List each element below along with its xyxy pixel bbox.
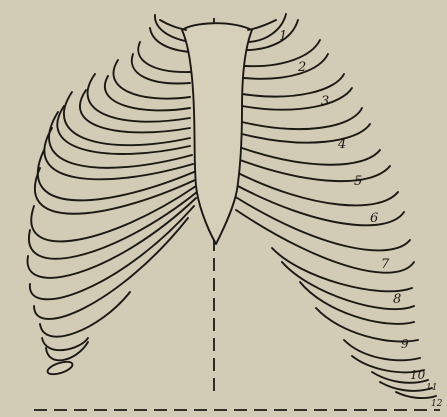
rib-number-1: 1: [279, 29, 287, 44]
left-rib-2: [138, 42, 190, 72]
left-rib-10: [34, 218, 188, 319]
rib-number-9: 9: [401, 337, 409, 351]
rib-number-12: 12: [431, 399, 443, 409]
left-rib-3-under: [105, 76, 190, 110]
rib-number-10: 10: [410, 368, 426, 382]
rib-number-3: 3: [321, 94, 329, 109]
rib-number-5: 5: [354, 174, 362, 189]
left-rib-8: [31, 186, 196, 241]
right-rib-5: [242, 148, 380, 165]
rib-number-11: 11: [426, 383, 437, 393]
rib-number-4: 4: [337, 137, 346, 152]
left-rib-7-under: [35, 168, 195, 214]
right-rib-3-under: [242, 88, 352, 110]
manubrium-notch-right: [248, 20, 276, 30]
right-rib-8: [272, 248, 412, 291]
rib-number-6: 6: [370, 211, 378, 226]
rib-number-8: 8: [393, 292, 401, 307]
rib-number-7: 7: [381, 257, 390, 272]
sternum: [182, 23, 252, 244]
right-rib-5-under: [240, 160, 390, 181]
left-ribs: [28, 15, 197, 377]
left-rib-5: [64, 92, 190, 145]
left-rib-12-tip: [46, 359, 74, 377]
manubrium-notch: [160, 20, 186, 30]
rib-number-2: 2: [297, 60, 306, 75]
right-rib-4: [242, 108, 362, 129]
right-rib-6-under: [234, 184, 404, 225]
left-rib-11: [42, 338, 88, 350]
left-rib-4-under: [80, 90, 190, 132]
